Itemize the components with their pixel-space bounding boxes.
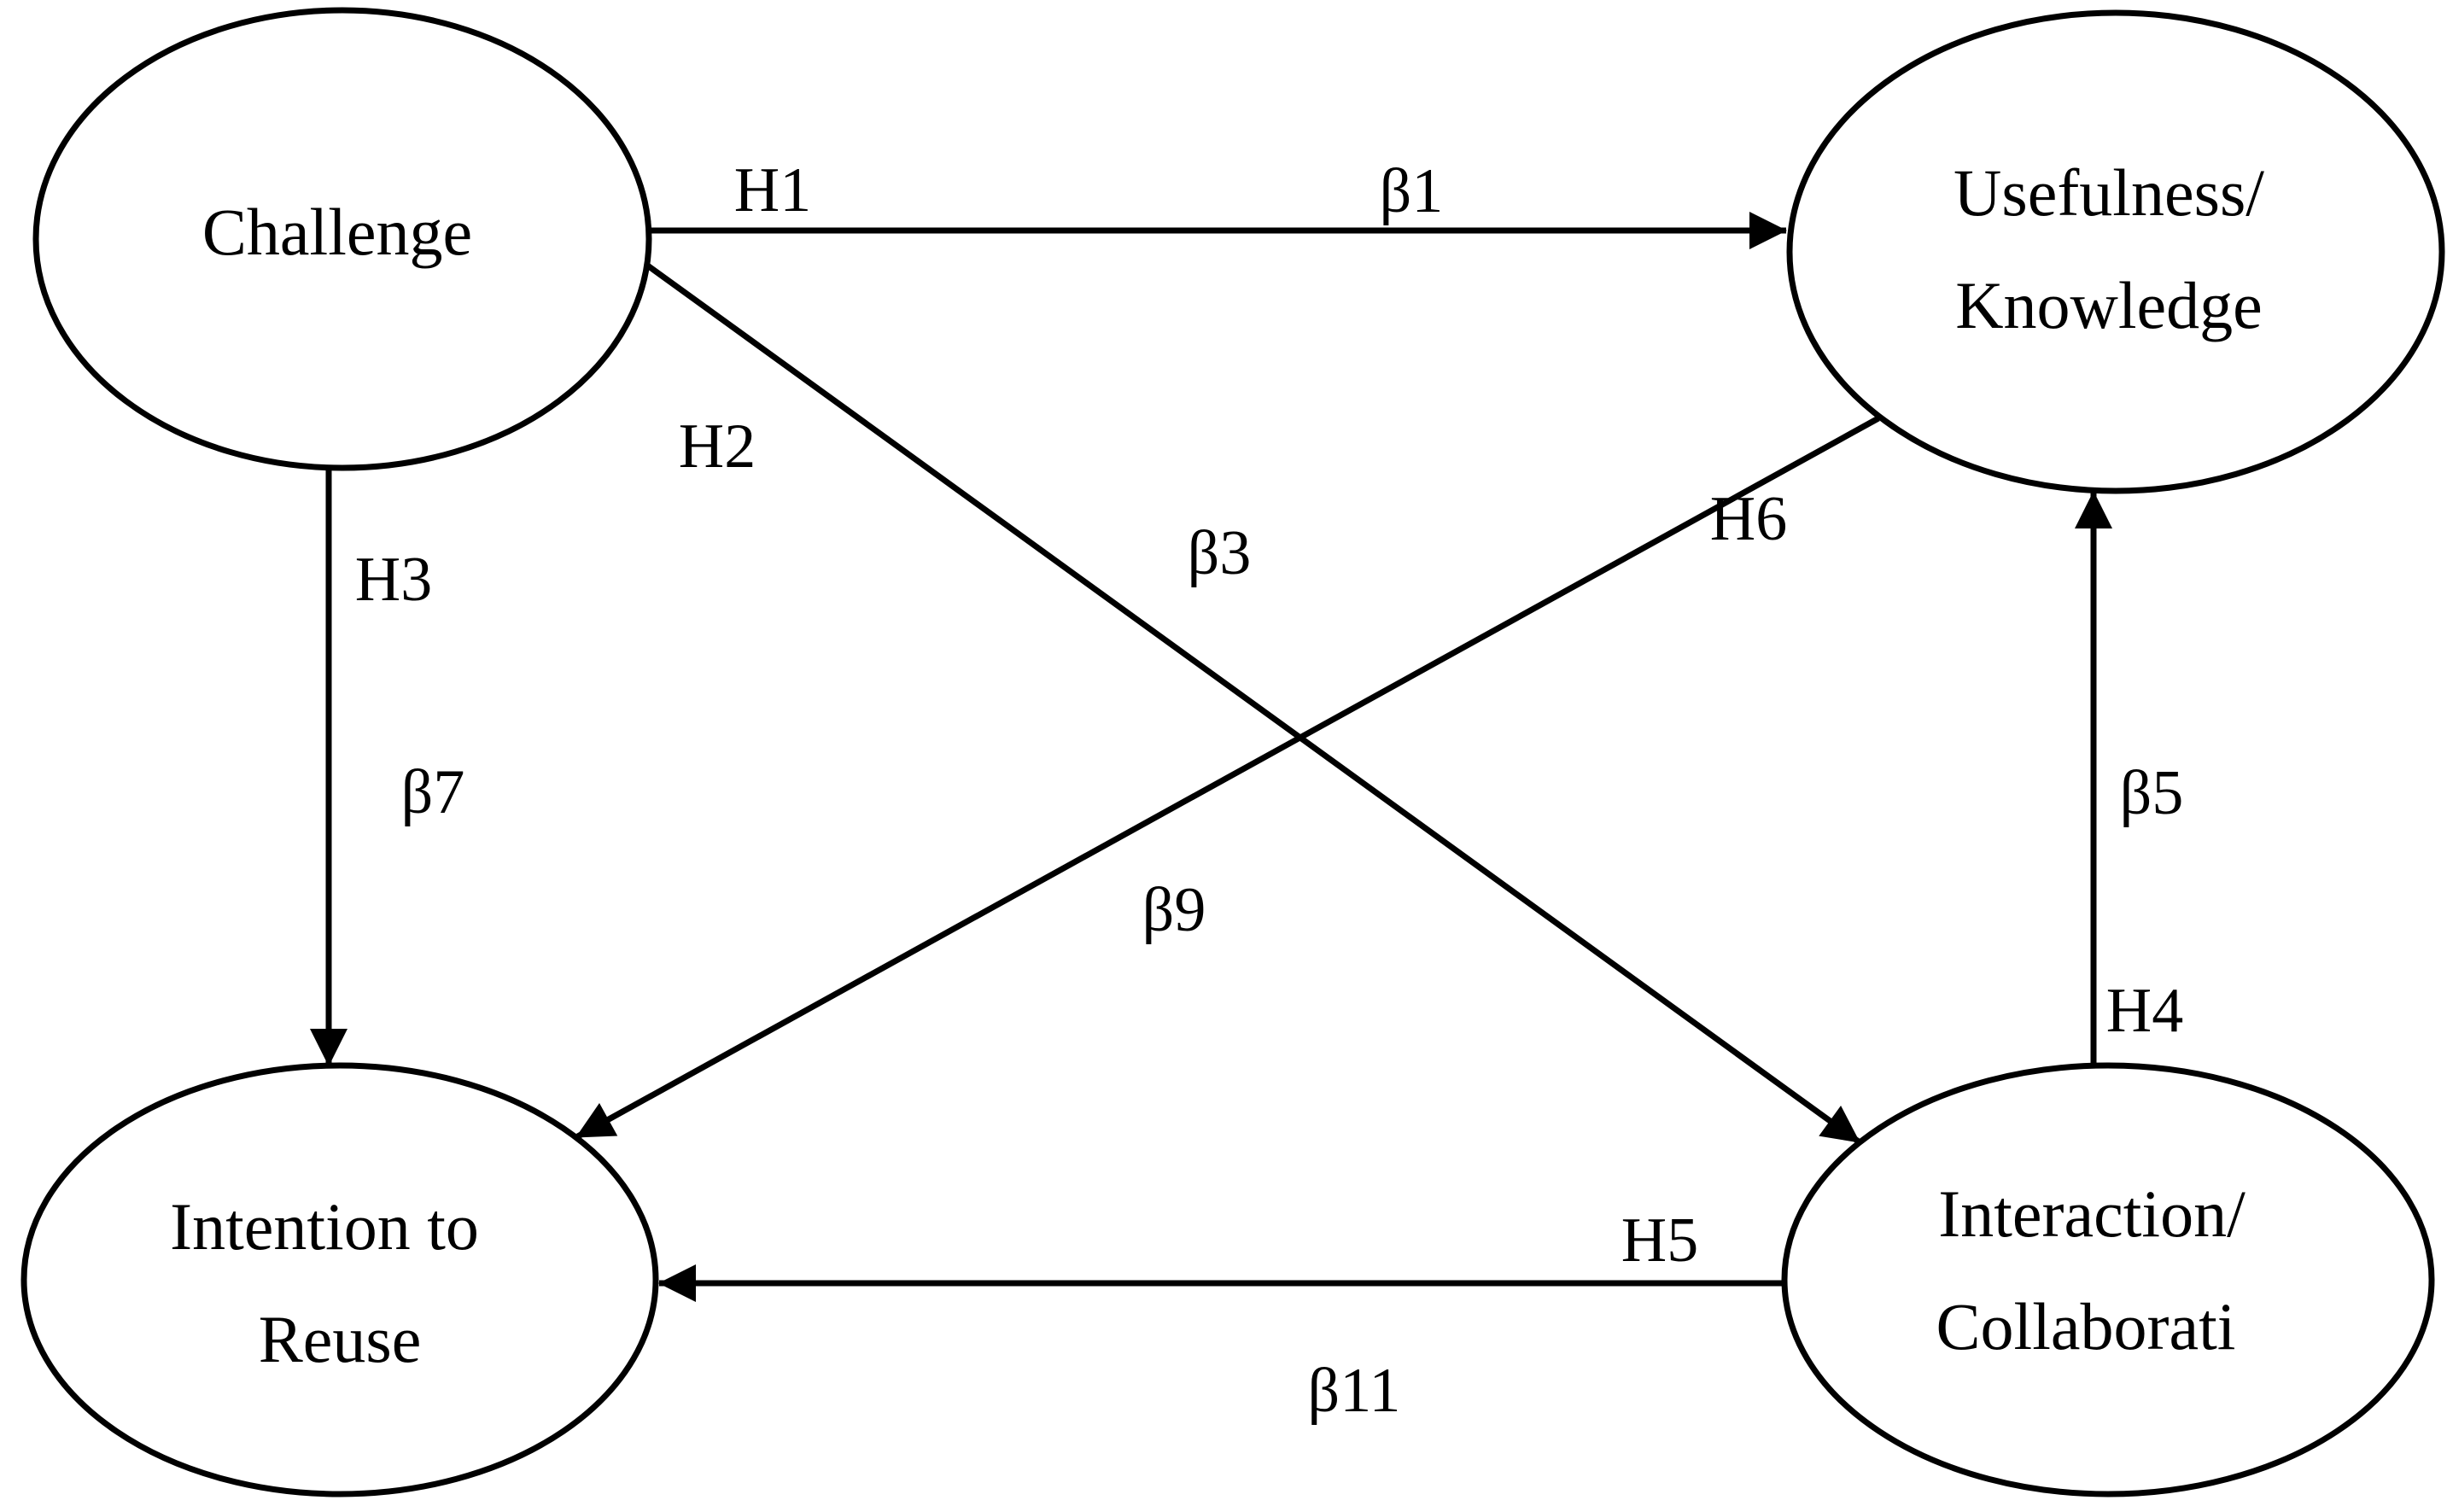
node-interaction-collaboration: Interaction/ Collaborati — [1781, 1062, 2435, 1497]
node-interaction-collaboration-ellipse — [1781, 1062, 2435, 1497]
edge-h5-interaction-to-intention: H5 β11 — [658, 1206, 1784, 1426]
edge-h2-hypothesis-label: H2 — [679, 412, 756, 482]
edge-h1-coefficient-label: β1 — [1380, 156, 1444, 226]
edge-h6-usefulness-to-intention: H6 β9 — [575, 415, 1880, 1141]
edge-h2-challenge-to-interaction: H2 β3 — [640, 260, 1862, 1145]
edge-h5-hypothesis-label: H5 — [1621, 1206, 1698, 1276]
edge-h1-challenge-to-usefulness: H1 β1 — [649, 155, 1787, 249]
edge-h4-coefficient-label: β5 — [2120, 758, 2184, 828]
edge-h5-coefficient-label: β11 — [1308, 1356, 1401, 1426]
node-interaction-collaboration-label-line2: Collaborati — [1936, 1289, 2236, 1363]
node-challenge-ellipse — [32, 7, 652, 471]
node-usefulness-knowledge-label-line2: Knowledge — [1955, 268, 2263, 342]
node-interaction-collaboration-label-line1: Interaction/ — [1938, 1176, 2246, 1251]
node-intention-to-reuse: Intention to Reuse — [20, 1062, 659, 1497]
node-usefulness-knowledge-label-line1: Usefulness/ — [1954, 155, 2264, 230]
edge-h3-coefficient-label: β7 — [401, 757, 465, 827]
node-intention-to-reuse-ellipse — [20, 1062, 659, 1497]
node-challenge-label: Challenge — [202, 195, 472, 269]
edge-h3-challenge-to-intention: H3 β7 — [310, 466, 465, 1066]
edge-h4-hypothesis-label: H4 — [2106, 976, 2183, 1046]
node-challenge: Challenge — [32, 7, 652, 471]
node-usefulness-knowledge: Usefulness/ Knowledge — [1786, 9, 2445, 494]
edge-h1-hypothesis-label: H1 — [734, 155, 811, 225]
edge-h3-hypothesis-label: H3 — [355, 545, 432, 615]
edge-h6-coefficient-label: β9 — [1142, 875, 1206, 945]
edge-h6-hypothesis-label: H6 — [1710, 484, 1787, 554]
edge-h4-interaction-to-usefulness: β5 H4 — [2075, 491, 2184, 1067]
edge-h6-arrow — [575, 415, 1880, 1141]
edge-h2-coefficient-label: β3 — [1188, 518, 1252, 588]
edge-h2-arrow — [640, 260, 1862, 1145]
node-intention-to-reuse-label-line2: Reuse — [259, 1302, 422, 1376]
node-usefulness-knowledge-ellipse — [1786, 9, 2445, 494]
node-intention-to-reuse-label-line1: Intention to — [170, 1189, 479, 1264]
